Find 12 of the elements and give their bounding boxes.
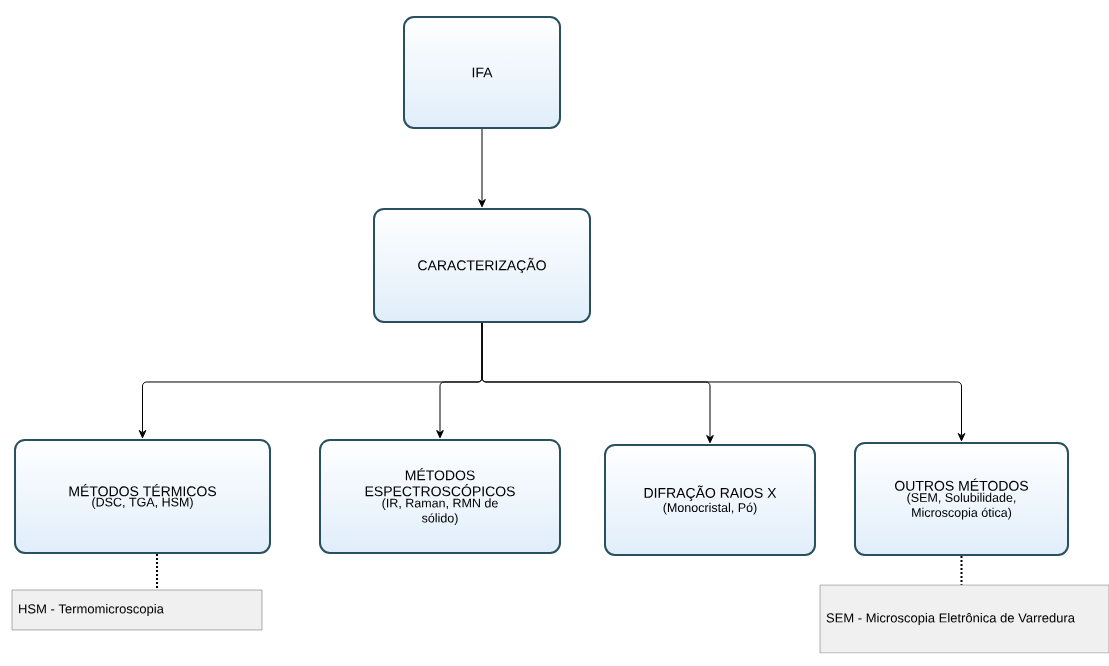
- connector-line: [156, 553, 158, 591]
- process-box: MÉTODOS ESPECTROSCÓPICOS (IR, Raman, RMN de sólido): [319, 439, 561, 554]
- process-box: MÉTODOS TÉRMICOS (DSC, TGA, HSM): [14, 439, 271, 554]
- note-box: SEM - Microscopia Eletrônica de Varredura: [819, 584, 1109, 654]
- arrow: [481, 322, 966, 442]
- arrow: [478, 128, 486, 208]
- process-box: DIFRAÇÃO RAIOS X (Monocristal, Pó): [604, 444, 816, 556]
- connector-line: [960, 555, 963, 586]
- process-box: IFA: [403, 16, 561, 129]
- process-box: CARACTERIZAÇÃO: [373, 208, 591, 323]
- note-box: HSM - Termomicroscopia: [11, 589, 263, 631]
- process-box: OUTROS MÉTODOS (SEM, Solubilidade, Microscopia ótica): [854, 442, 1069, 556]
